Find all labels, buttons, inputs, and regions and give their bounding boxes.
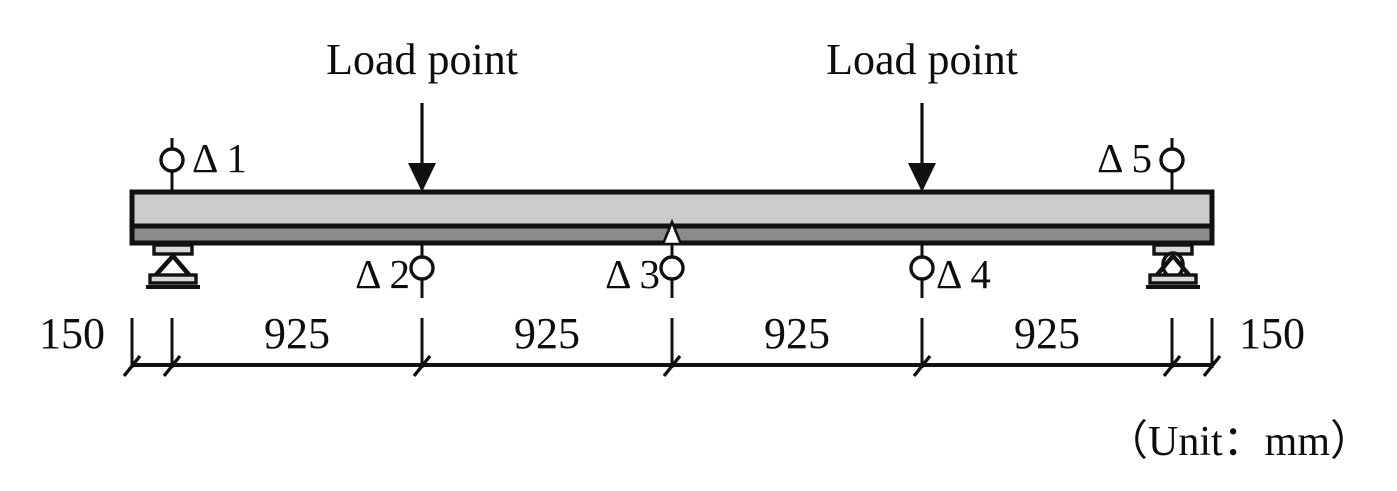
unit-note: （Unit：mm） — [1106, 419, 1372, 465]
gauge-line-delta-3 — [659, 218, 685, 298]
load-arrow-right — [908, 103, 936, 192]
dimension-line — [122, 318, 1222, 378]
gauge-line-delta-4 — [909, 243, 935, 298]
delta-3-up-arrow — [661, 218, 683, 246]
gauge-label-delta-3: Δ 3 — [605, 251, 660, 297]
gauge-label-delta-2: Δ 2 — [355, 251, 410, 297]
dimension-label-span-3: 925 — [764, 309, 830, 358]
gauge-line-delta-5 — [1159, 138, 1185, 192]
gauge-label-delta-4: Δ 4 — [936, 251, 991, 297]
gauge-label-delta-5: Δ 5 — [1097, 135, 1152, 181]
dimension-label-span-1: 925 — [264, 309, 330, 358]
gauge-line-delta-1 — [159, 138, 185, 192]
load-arrow-left — [408, 103, 436, 192]
left-pin-support — [146, 243, 200, 289]
load-point-label-right: Load point — [826, 35, 1018, 84]
dimension-label-right-150: 150 — [1239, 309, 1305, 358]
right-roller-support — [1146, 243, 1200, 289]
load-point-label-left: Load point — [326, 35, 518, 84]
dimension-label-span-2: 925 — [514, 309, 580, 358]
gauge-label-delta-1: Δ 1 — [192, 135, 247, 181]
dimension-label-span-4: 925 — [1014, 309, 1080, 358]
dimension-label-left-150: 150 — [39, 309, 105, 358]
gauge-line-delta-2 — [409, 243, 435, 298]
